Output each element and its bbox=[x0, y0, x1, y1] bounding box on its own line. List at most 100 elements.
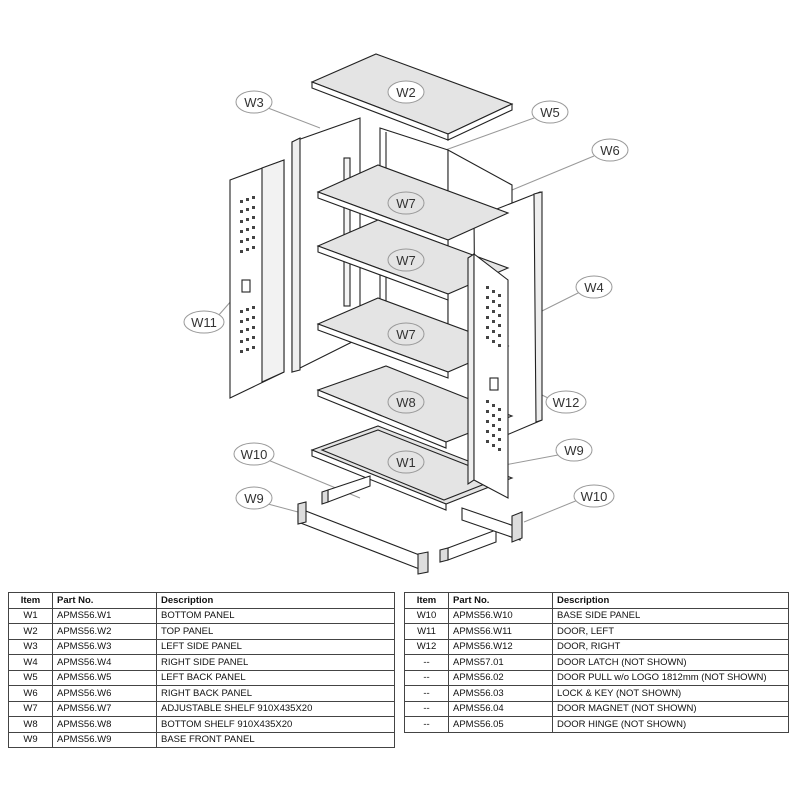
svg-text:W11: W11 bbox=[191, 315, 217, 330]
callout-w1: W1 bbox=[387, 450, 425, 474]
callout-w3: W3 bbox=[235, 90, 273, 114]
left-door-handle-cutout bbox=[241, 279, 251, 293]
svg-text:W5: W5 bbox=[540, 105, 560, 120]
svg-text:W4: W4 bbox=[584, 280, 604, 295]
svg-text:W3: W3 bbox=[244, 95, 264, 110]
item-cell: W3 bbox=[8, 638, 53, 655]
item-cell: -- bbox=[404, 654, 449, 671]
base-side-panel-right bbox=[439, 529, 497, 563]
callout-w7-middle: W7 bbox=[387, 248, 425, 272]
part-no-cell: APMS56.W8 bbox=[52, 716, 157, 733]
base-side-panel-left bbox=[321, 475, 371, 505]
svg-text:W2: W2 bbox=[396, 85, 416, 100]
description-cell: RIGHT BACK PANEL bbox=[156, 685, 395, 702]
callout-w10-left: W10 bbox=[233, 442, 275, 466]
part-no-cell: APMS56.05 bbox=[448, 716, 553, 733]
description-cell: DOOR, LEFT bbox=[552, 623, 789, 640]
svg-text:W9: W9 bbox=[564, 443, 584, 458]
part-no-cell: APMS56.W6 bbox=[52, 685, 157, 702]
column-header-description: Description bbox=[156, 592, 395, 609]
svg-text:W7: W7 bbox=[396, 327, 416, 342]
item-cell: -- bbox=[404, 716, 449, 733]
column-header-part-no: Part No. bbox=[52, 592, 157, 609]
callout-w8: W8 bbox=[387, 390, 425, 414]
part-no-cell: APMS56.W10 bbox=[448, 607, 553, 624]
item-cell: W2 bbox=[8, 623, 53, 640]
table-header-row: Item Part No. Description bbox=[8, 592, 395, 609]
item-cell: W10 bbox=[404, 607, 449, 624]
part-no-cell: APMS56.W2 bbox=[52, 623, 157, 640]
svg-text:W7: W7 bbox=[396, 196, 416, 211]
callout-w9-right: W9 bbox=[555, 438, 593, 462]
svg-text:W10: W10 bbox=[241, 447, 268, 462]
item-cell: W11 bbox=[404, 623, 449, 640]
left-door bbox=[229, 159, 285, 399]
description-cell: LOCK & KEY (NOT SHOWN) bbox=[552, 685, 789, 702]
part-no-cell: APMS56.W12 bbox=[448, 638, 553, 655]
base-front-panel-front bbox=[297, 501, 429, 575]
item-cell: W7 bbox=[8, 700, 53, 717]
item-cell: W8 bbox=[8, 716, 53, 733]
right-door bbox=[467, 252, 509, 499]
part-no-cell: APMS56.W11 bbox=[448, 623, 553, 640]
description-cell: DOOR HINGE (NOT SHOWN) bbox=[552, 716, 789, 733]
description-cell: BASE SIDE PANEL bbox=[552, 607, 789, 624]
callout-w4: W4 bbox=[575, 275, 613, 299]
item-cell: W1 bbox=[8, 607, 53, 624]
item-cell: W9 bbox=[8, 731, 53, 748]
description-cell: DOOR PULL w/o LOGO 1812mm (NOT SHOWN) bbox=[552, 669, 789, 686]
part-no-cell: APMS56.02 bbox=[448, 669, 553, 686]
svg-text:W7: W7 bbox=[396, 253, 416, 268]
part-no-cell: APMS56.W7 bbox=[52, 700, 157, 717]
callout-w5: W5 bbox=[531, 100, 569, 124]
item-cell: -- bbox=[404, 669, 449, 686]
left-door-vent-holes bbox=[240, 196, 255, 353]
svg-text:W12: W12 bbox=[553, 395, 580, 410]
svg-text:W6: W6 bbox=[600, 143, 620, 158]
svg-text:W8: W8 bbox=[396, 395, 416, 410]
column-header-description: Description bbox=[552, 592, 789, 609]
part-no-cell: APMS56.03 bbox=[448, 685, 553, 702]
description-cell: DOOR LATCH (NOT SHOWN) bbox=[552, 654, 789, 671]
callout-w2: W2 bbox=[387, 80, 425, 104]
item-cell: W4 bbox=[8, 654, 53, 671]
description-cell: BASE FRONT PANEL bbox=[156, 731, 395, 748]
column-header-part-no: Part No. bbox=[448, 592, 553, 609]
description-cell: DOOR, RIGHT bbox=[552, 638, 789, 655]
part-no-cell: APMS57.01 bbox=[448, 654, 553, 671]
callout-w12: W12 bbox=[545, 390, 587, 414]
svg-text:W10: W10 bbox=[581, 489, 608, 504]
description-cell: RIGHT SIDE PANEL bbox=[156, 654, 395, 671]
table-header-row: Item Part No. Description bbox=[404, 592, 789, 609]
part-no-cell: APMS56.04 bbox=[448, 700, 553, 717]
part-no-cell: APMS56.W9 bbox=[52, 731, 157, 748]
part-no-cell: APMS56.W3 bbox=[52, 638, 157, 655]
callout-w11: W11 bbox=[183, 310, 225, 334]
description-cell: LEFT SIDE PANEL bbox=[156, 638, 395, 655]
item-cell: W6 bbox=[8, 685, 53, 702]
part-no-cell: APMS56.W4 bbox=[52, 654, 157, 671]
callout-w6: W6 bbox=[591, 138, 629, 162]
callout-w7-top: W7 bbox=[387, 191, 425, 215]
item-cell: -- bbox=[404, 685, 449, 702]
part-no-cell: APMS56.W5 bbox=[52, 669, 157, 686]
description-cell: LEFT BACK PANEL bbox=[156, 669, 395, 686]
callout-w9-left: W9 bbox=[235, 486, 273, 510]
description-cell: DOOR MAGNET (NOT SHOWN) bbox=[552, 700, 789, 717]
callout-w10-right: W10 bbox=[573, 484, 615, 508]
part-no-cell: APMS56.W1 bbox=[52, 607, 157, 624]
